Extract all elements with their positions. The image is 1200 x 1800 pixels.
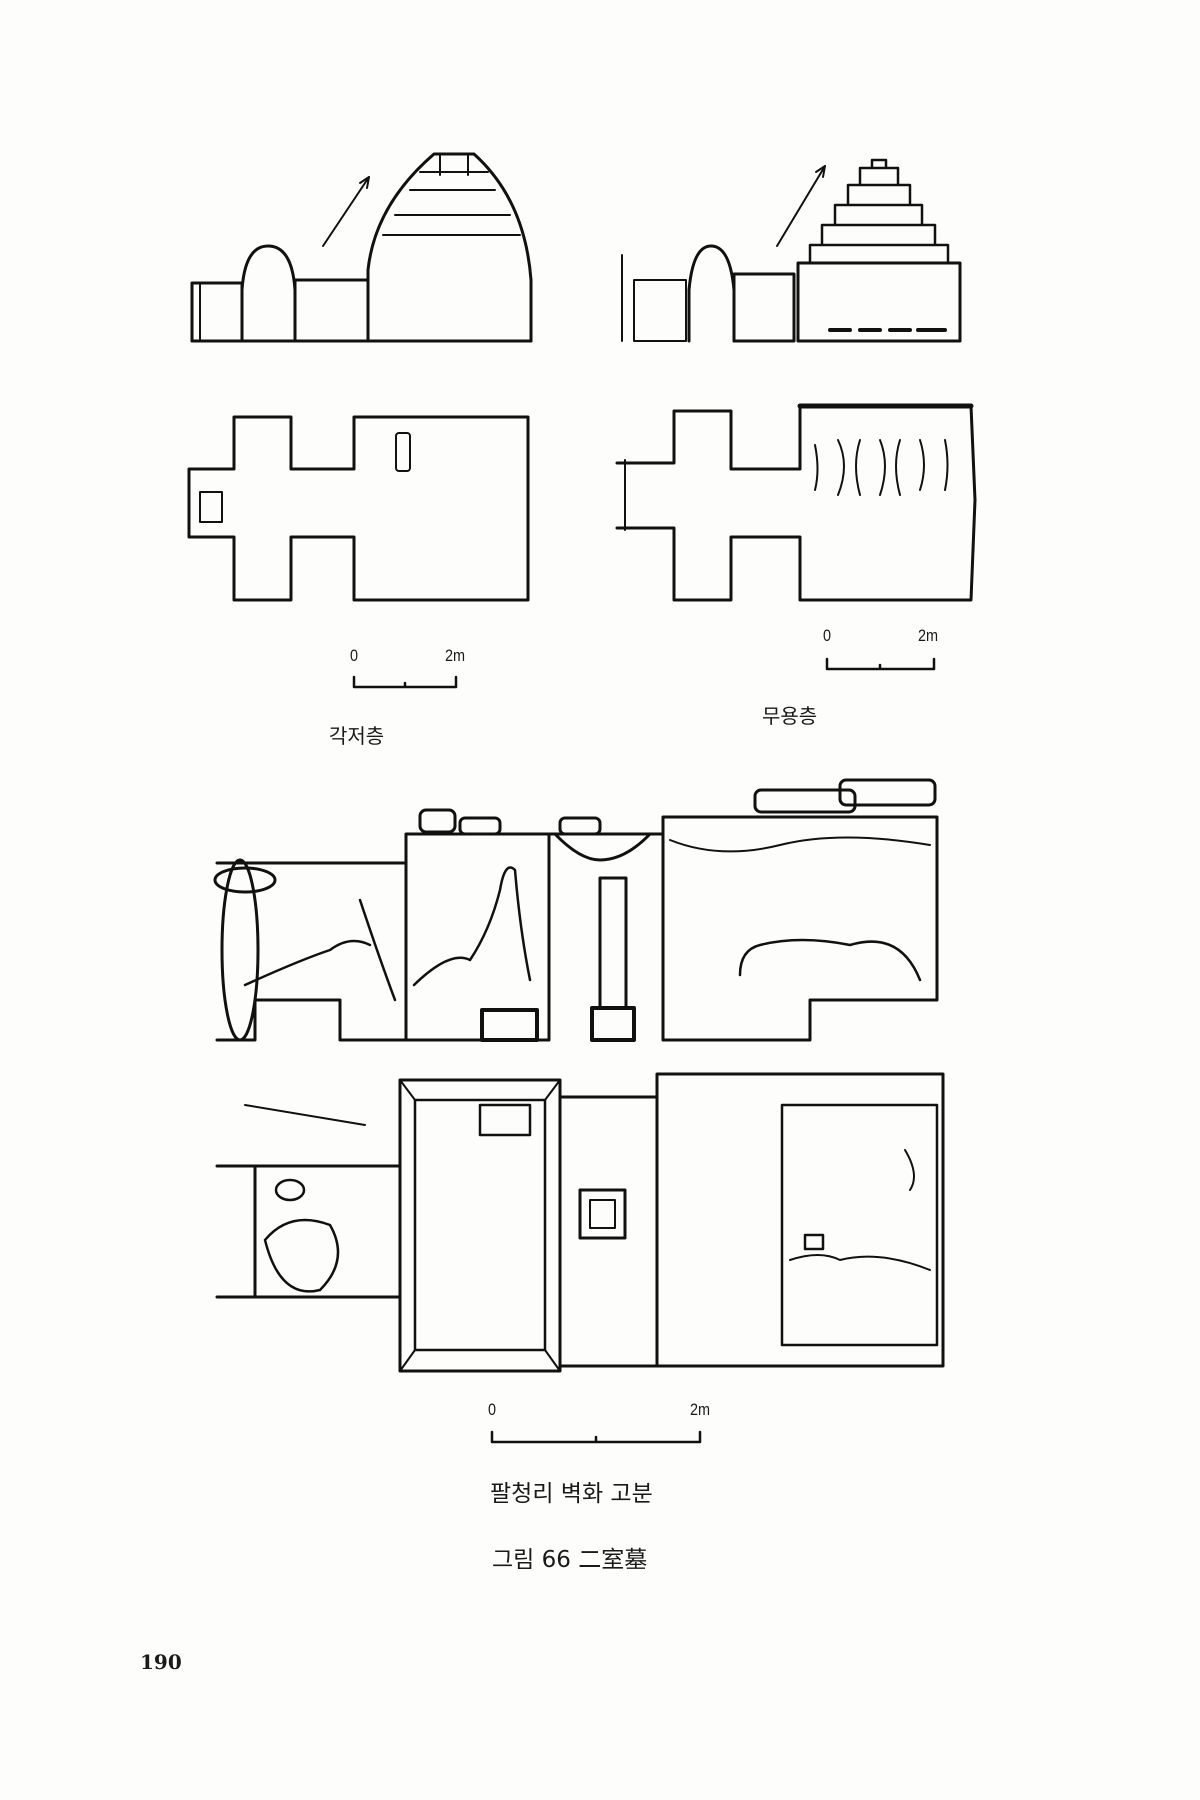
scale-bar [825, 657, 936, 671]
scale-start: 0 [350, 646, 359, 665]
scale-start: 0 [488, 1400, 497, 1419]
figure-caption: 그림 66 二室墓 [492, 1547, 648, 1573]
direction-arrow-icon [322, 176, 370, 247]
tomb-elevation-muyong [621, 158, 962, 343]
tomb-elevation-gakjeo [190, 152, 533, 343]
tomb-elevation-palcheong [213, 778, 939, 1042]
scale-end: 2m [918, 626, 939, 645]
tomb-plan-muyong [615, 403, 977, 602]
tomb-plan-palcheong [215, 1072, 945, 1373]
scale-bar [352, 675, 458, 689]
scale-end: 2m [690, 1400, 711, 1419]
figure-label-gakjeo: 각저층 [329, 724, 385, 748]
scale-bar [490, 1430, 702, 1444]
direction-arrow-icon [776, 165, 826, 247]
page-number: 190 [140, 1650, 182, 1674]
scale-start: 0 [823, 626, 832, 645]
scale-end: 2m [445, 646, 466, 665]
figure-label-muyong: 무용층 [762, 704, 818, 728]
tomb-plan-gakjeo [187, 415, 530, 602]
figure-label-palcheong: 팔청리 벽화 고분 [490, 1481, 653, 1507]
